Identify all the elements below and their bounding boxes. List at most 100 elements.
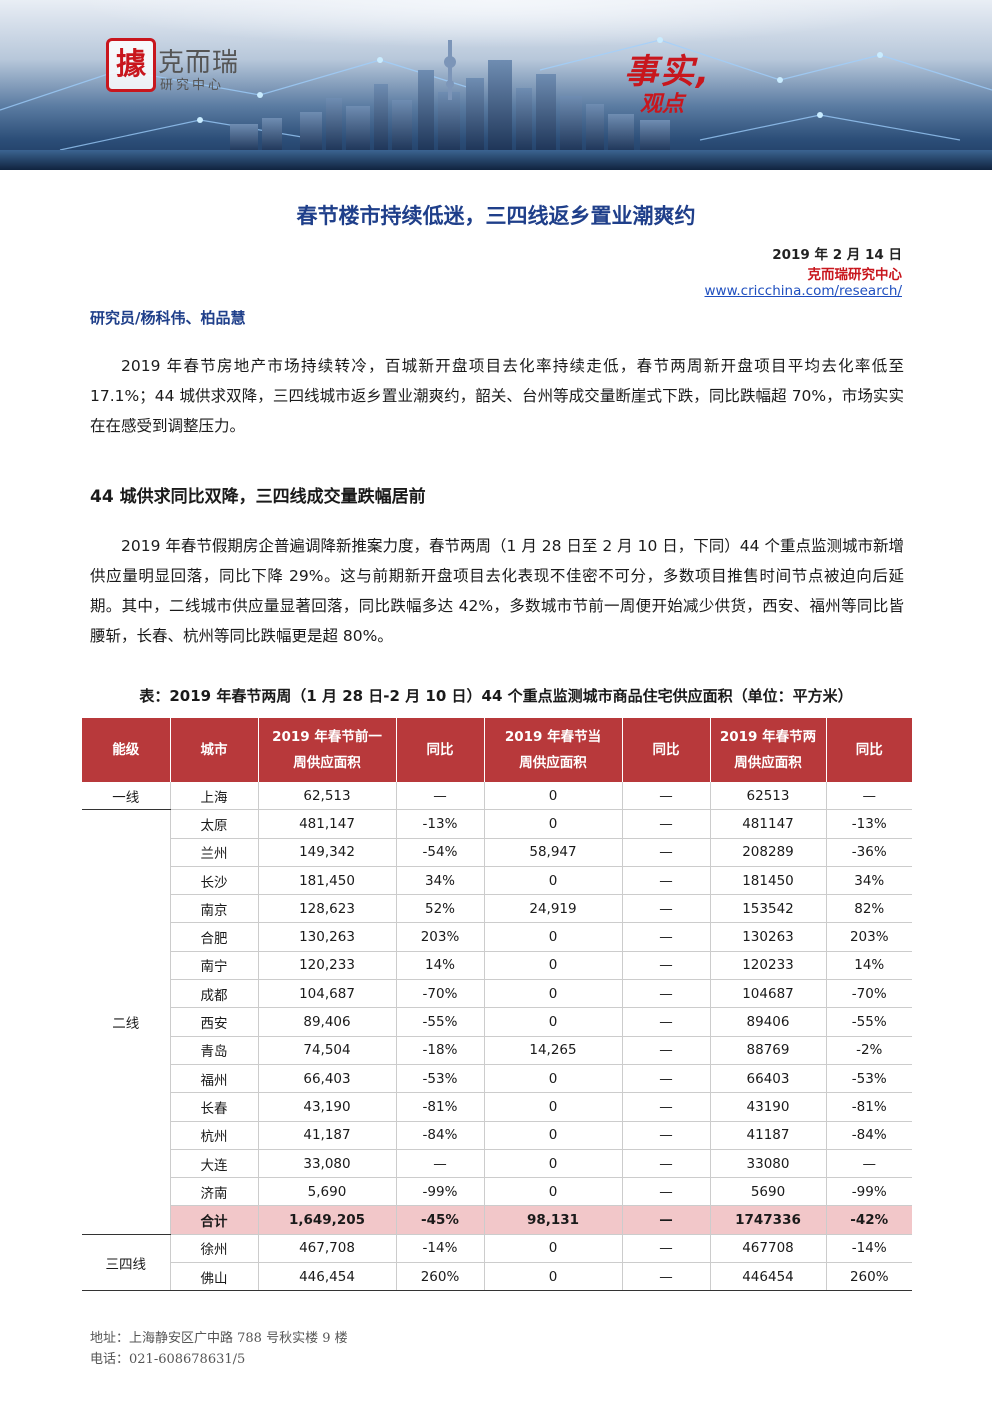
cell-holiday-week: 98,131 [484,1205,623,1235]
logo-subtitle: 研究中心 [160,78,225,93]
cell-two-weeks: 104687 [710,979,827,1009]
cell-two-weeks: 33080 [710,1149,827,1179]
section-paragraph: 2019 年春节假期房企普遍调降新推案力度，春节两周（1 月 28 日至 2 月… [90,537,904,645]
section-heading: 44 城供求同比双降，三四线成交量跌幅居前 [90,487,426,507]
cell-city: 合计 [170,1205,259,1235]
cell-pre-yoy: -84% [396,1121,485,1150]
cell-pre-yoy: — [396,1149,485,1179]
table-caption: 表：2019 年春节两周（1 月 28 日-2 月 10 日）44 个重点监测城… [139,687,853,705]
cell-holiday-yoy: — [622,1007,711,1037]
cell-two-weeks-yoy: -70% [826,979,912,1009]
cell-pre-week: 128,623 [258,894,397,924]
cell-pre-week: 467,708 [258,1234,397,1264]
cell-holiday-week: 58,947 [484,838,623,867]
author-line: 研究员/杨科伟、柏品慧 [90,309,246,327]
cell-two-weeks-yoy: -99% [826,1177,912,1207]
page-number: 1/5 [224,1352,246,1367]
cell-pre-week: 66,403 [258,1064,397,1094]
cell-city: 合肥 [170,922,259,952]
cell-pre-yoy: -53% [396,1064,485,1094]
cell-two-weeks-yoy: -2% [826,1036,912,1065]
cell-two-weeks-yoy: 82% [826,894,912,924]
cell-holiday-week: 0 [484,782,623,811]
cell-pre-yoy: 260% [396,1262,485,1292]
cell-city: 长沙 [170,866,259,896]
cell-two-weeks-yoy: — [826,1149,912,1179]
cell-pre-week: 1,649,205 [258,1205,397,1235]
cell-pre-yoy: -54% [396,838,485,867]
cell-two-weeks: 481147 [710,809,827,839]
cell-pre-yoy: 14% [396,951,485,981]
cell-two-weeks: 43190 [710,1092,827,1122]
company-logo: 據 [106,38,156,92]
cell-holiday-yoy: — [622,1092,711,1122]
cell-two-weeks-yoy: -81% [826,1092,912,1122]
cell-two-weeks: 130263 [710,922,827,952]
logo-mark: 據 [116,47,146,82]
cell-pre-week: 41,187 [258,1121,397,1150]
cell-holiday-yoy: — [622,809,711,839]
cell-holiday-week: 0 [484,1177,623,1207]
cell-holiday-week: 0 [484,951,623,981]
cell-two-weeks: 446454 [710,1262,827,1292]
cell-pre-week: 33,080 [258,1149,397,1179]
cell-two-weeks: 66403 [710,1064,827,1094]
cell-two-weeks-yoy: -84% [826,1121,912,1150]
cell-holiday-yoy: — [622,1036,711,1065]
header-two-weeks: 2019 年春节两周供应面积 [710,718,827,782]
cell-two-weeks-yoy: -36% [826,838,912,867]
cell-holiday-yoy: — [622,838,711,867]
cell-city: 成都 [170,979,259,1009]
cell-pre-yoy: -55% [396,1007,485,1037]
cell-pre-week: 181,450 [258,866,397,896]
cell-tier: 二线 [82,809,171,1235]
cell-holiday-week: 0 [484,1121,623,1150]
cell-pre-yoy: — [396,782,485,811]
cell-holiday-yoy: — [622,1121,711,1150]
cell-two-weeks-yoy: -13% [826,809,912,839]
cell-pre-yoy: -70% [396,979,485,1009]
cell-city: 南宁 [170,951,259,981]
cell-city: 兰州 [170,838,259,867]
cell-pre-yoy: -81% [396,1092,485,1122]
city-skyline-illustration [0,37,992,170]
cell-city: 南京 [170,894,259,924]
document-date: 2019 年 2 月 14 日 [772,247,902,263]
cell-pre-week: 130,263 [258,922,397,952]
cell-holiday-yoy: — [622,979,711,1009]
cell-two-weeks-yoy: -14% [826,1234,912,1264]
cell-holiday-week: 14,265 [484,1036,623,1065]
cell-pre-week: 74,504 [258,1036,397,1065]
cell-two-weeks: 62513 [710,782,827,811]
cell-holiday-week: 0 [484,1092,623,1122]
logo-company-name: 克而瑞 [158,48,240,78]
cell-holiday-yoy: — [622,922,711,952]
footer-phone: 电话：021-60867863 [90,1352,225,1367]
cell-city: 太原 [170,809,259,839]
footer-phone-line: 电话：021-608678631/5 [90,1348,245,1367]
cell-holiday-week: 0 [484,1262,623,1292]
cell-two-weeks-yoy: -42% [826,1205,912,1235]
cell-holiday-week: 0 [484,866,623,896]
cell-two-weeks: 153542 [710,894,827,924]
research-link[interactable]: www.cricchina.com/research/ [704,283,902,299]
slogan-opinion: 观点 [640,92,685,117]
cell-holiday-yoy: — [622,951,711,981]
cell-two-weeks: 88769 [710,1036,827,1065]
header-banner: 據 克而瑞 研究中心 事实, 观点 [0,0,992,170]
cell-holiday-yoy: — [622,782,711,811]
cell-pre-week: 104,687 [258,979,397,1009]
cell-pre-yoy: 203% [396,922,485,952]
